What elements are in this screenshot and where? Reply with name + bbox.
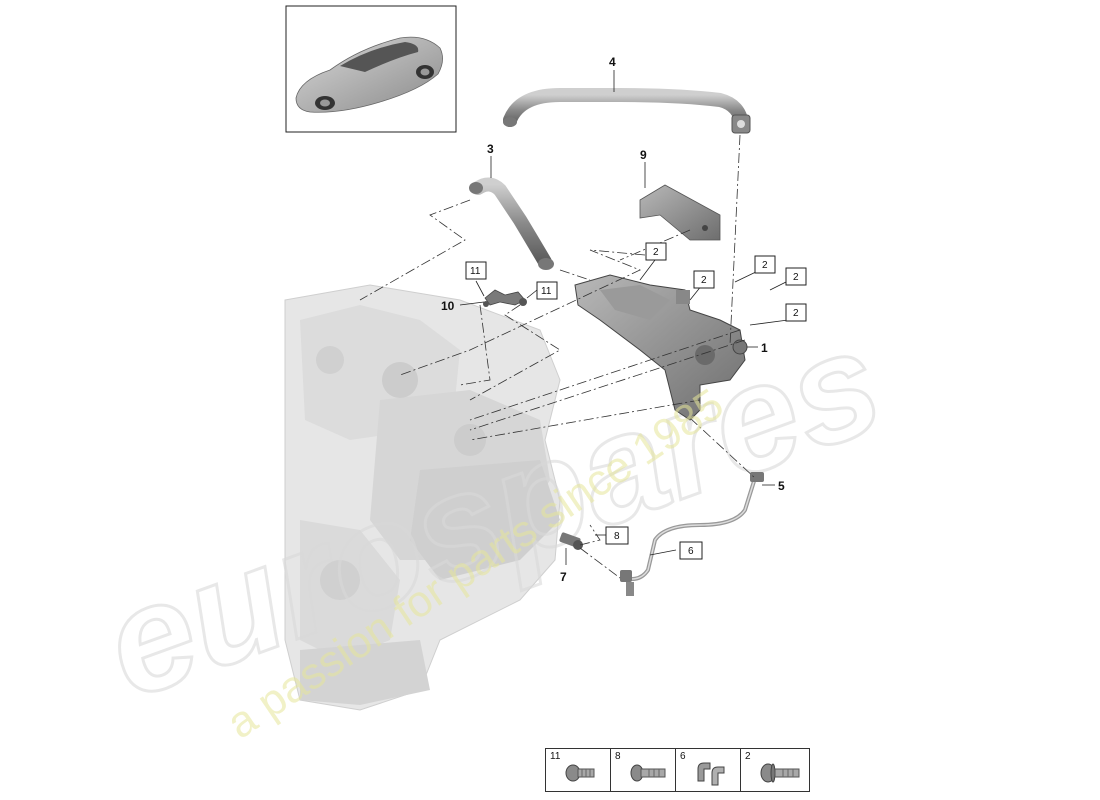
callout-7: 7 <box>560 570 567 584</box>
legend-number: 2 <box>745 751 751 762</box>
svg-text:2: 2 <box>793 308 799 319</box>
boxed-callout-2-c: 2 <box>754 255 776 274</box>
callout-9: 9 <box>640 148 647 162</box>
boxed-callout-2-b: 2 <box>693 270 715 289</box>
boxed-callout-2-e: 2 <box>785 303 807 322</box>
callout-5: 5 <box>778 479 785 493</box>
svg-text:11: 11 <box>541 286 552 297</box>
bolt-icon <box>630 764 666 782</box>
short-bolt-icon <box>565 764 595 782</box>
legend-number: 11 <box>550 751 561 762</box>
part-5-oil-return-line[interactable] <box>620 472 764 596</box>
legend-item-2: 2 <box>741 749 809 791</box>
callout-labels: 4 3 9 1 5 7 10 <box>441 55 785 584</box>
callout-1: 1 <box>761 341 768 355</box>
svg-text:2: 2 <box>762 260 768 271</box>
car-thumbnail <box>285 5 457 133</box>
callout-3: 3 <box>487 142 494 156</box>
callout-10: 10 <box>441 299 455 313</box>
boxed-callout-11-left: 11 <box>465 261 487 280</box>
fastener-legend: 11 8 6 2 <box>545 748 810 792</box>
boxed-callout-2-a: 2 <box>645 242 667 261</box>
boxed-callout-6: 6 <box>679 541 703 560</box>
svg-text:8: 8 <box>614 531 620 542</box>
legend-number: 6 <box>680 751 686 762</box>
flange-bolt-icon <box>760 763 800 783</box>
part-10-bracket[interactable] <box>483 289 527 307</box>
legend-item-8: 8 <box>611 749 676 791</box>
svg-text:11: 11 <box>470 266 481 277</box>
legend-item-6: 6 <box>676 749 741 791</box>
part-1-oil-separator[interactable] <box>574 274 748 421</box>
part-4-breather-hose[interactable] <box>503 88 751 134</box>
boxed-callout-11-right: 11 <box>536 281 558 300</box>
boxed-callout-2-d: 2 <box>785 267 807 286</box>
boxed-callouts: 11 11 2 2 2 2 2 8 <box>465 242 807 560</box>
legend-number: 8 <box>615 751 621 762</box>
svg-text:6: 6 <box>688 546 694 557</box>
engine-block <box>284 284 561 711</box>
part-7-bolt[interactable] <box>559 532 583 550</box>
part-3-vent-hose[interactable] <box>469 177 554 270</box>
hose-clip-icon <box>697 762 725 786</box>
svg-text:2: 2 <box>793 272 799 283</box>
car-thumbnail-icon <box>295 36 443 113</box>
leader-lines <box>459 70 791 565</box>
part-9-heat-shield[interactable] <box>639 184 721 241</box>
legend-item-11: 11 <box>546 749 611 791</box>
boxed-callout-8: 8 <box>605 526 629 545</box>
callout-4: 4 <box>609 55 616 69</box>
svg-text:2: 2 <box>653 247 659 258</box>
svg-text:2: 2 <box>701 275 707 286</box>
